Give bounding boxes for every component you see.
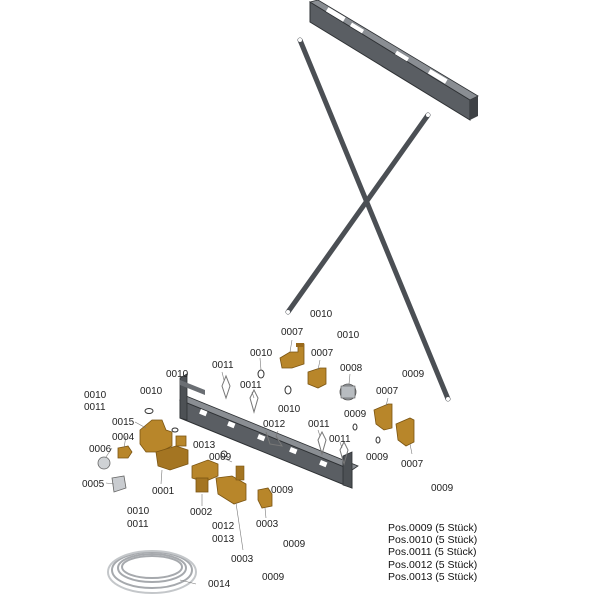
callout-label: 0010 [140,386,163,397]
pipe-coil [107,550,197,594]
valve-assembly [97,419,273,509]
callout-label: 0009 [366,452,389,463]
callout-label: 0013 [193,440,216,451]
callout-label: 0012 [212,521,235,532]
callout-label: 0010 [166,369,189,380]
support-rods [285,37,451,402]
ball-valve [339,383,357,401]
brass-elbow-fittings [279,343,415,447]
callout-label: 0002 [190,507,213,518]
callout-label: 0010 [310,309,333,320]
callout-label: 0011 [212,360,234,371]
callout-label: 0009 [402,369,425,380]
callout-label: 0007 [401,459,424,470]
callout-label: 0007 [281,327,304,338]
callout-label: 0003 [231,554,254,565]
legend-line: Pos.0010 (5 Stück) [388,534,478,547]
callout-label: 0007 [311,348,334,359]
callout-label: 0007 [376,386,399,397]
callout-label: 0012 [263,419,286,430]
retaining-clips [221,374,349,466]
legend-line: Pos.0011 (5 Stück) [388,546,477,559]
callout-label: 0010 [278,404,301,415]
callout-label: 0010 [250,348,273,359]
callout-label: 0011 [84,402,106,413]
callout-label: 0009 [209,452,232,463]
callout-label: 0010 [84,390,107,401]
callout-label: 0010 [337,330,360,341]
callout-labels: 0010 0007 0010 0011 0010 0007 0008 0009 … [82,309,454,590]
callout-label: 0009 [271,485,294,496]
callout-label: 0009 [262,572,285,583]
callout-label: 0010 [127,506,150,517]
legend-line: Pos.0013 (5 Stück) [388,570,478,583]
callout-label: 0015 [112,417,135,428]
callout-label: 0008 [340,363,363,374]
legend-line: Pos.0009 (5 Stück) [388,522,478,534]
legend-line: Pos.0012 (5 Stück) [388,558,478,571]
callout-label: 0006 [89,444,112,455]
callout-label: 0013 [212,534,235,545]
callout-label: 0011 [329,434,351,445]
callout-label: 0009 [283,539,306,550]
callout-label: 0009 [431,483,454,494]
callout-label: 0001 [152,486,175,497]
wall-bracket [308,0,479,121]
leader-lines [105,339,413,585]
callout-label: 0011 [240,380,262,391]
callout-label: 0009 [344,409,367,420]
callout-label: 0005 [82,479,105,490]
callout-label: 0014 [208,579,231,590]
quantity-legend: Pos.0009 (5 Stück) Pos.0010 (5 Stück) Po… [388,522,477,583]
callout-label: 0003 [256,519,279,530]
callout-label: 0011 [127,519,149,530]
callout-label: 0011 [308,419,330,430]
callout-label: 0004 [112,432,135,443]
